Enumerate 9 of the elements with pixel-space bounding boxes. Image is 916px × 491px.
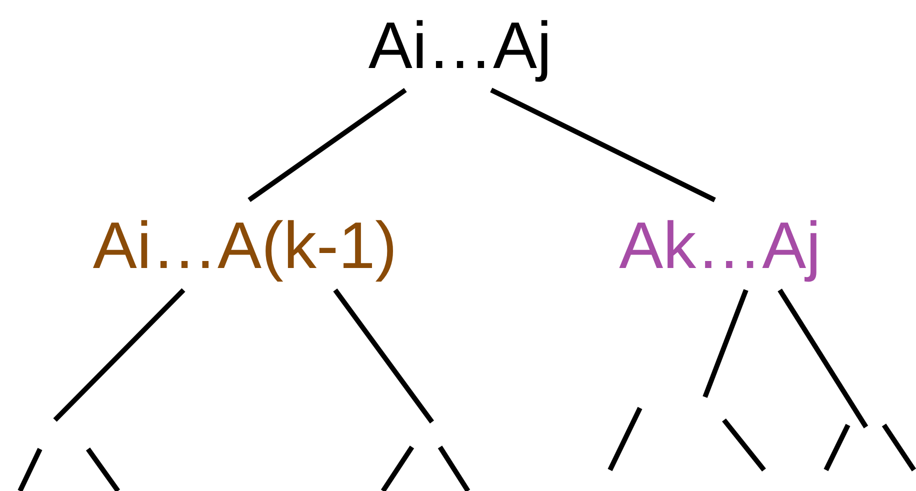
tree-branch-line: [248, 88, 407, 202]
tree-node-label: Ak…Aj: [590, 200, 850, 290]
tree-branch-line: [53, 288, 186, 422]
tree-node-label: Ai…A(k-1): [40, 200, 450, 290]
tree-branch-line: [778, 288, 868, 428]
tree-node-label: Ai…Aj: [330, 0, 590, 90]
tree-branch-line: [702, 289, 748, 398]
tree-branch-line: [490, 88, 716, 202]
tree-branch-line: [333, 288, 434, 424]
